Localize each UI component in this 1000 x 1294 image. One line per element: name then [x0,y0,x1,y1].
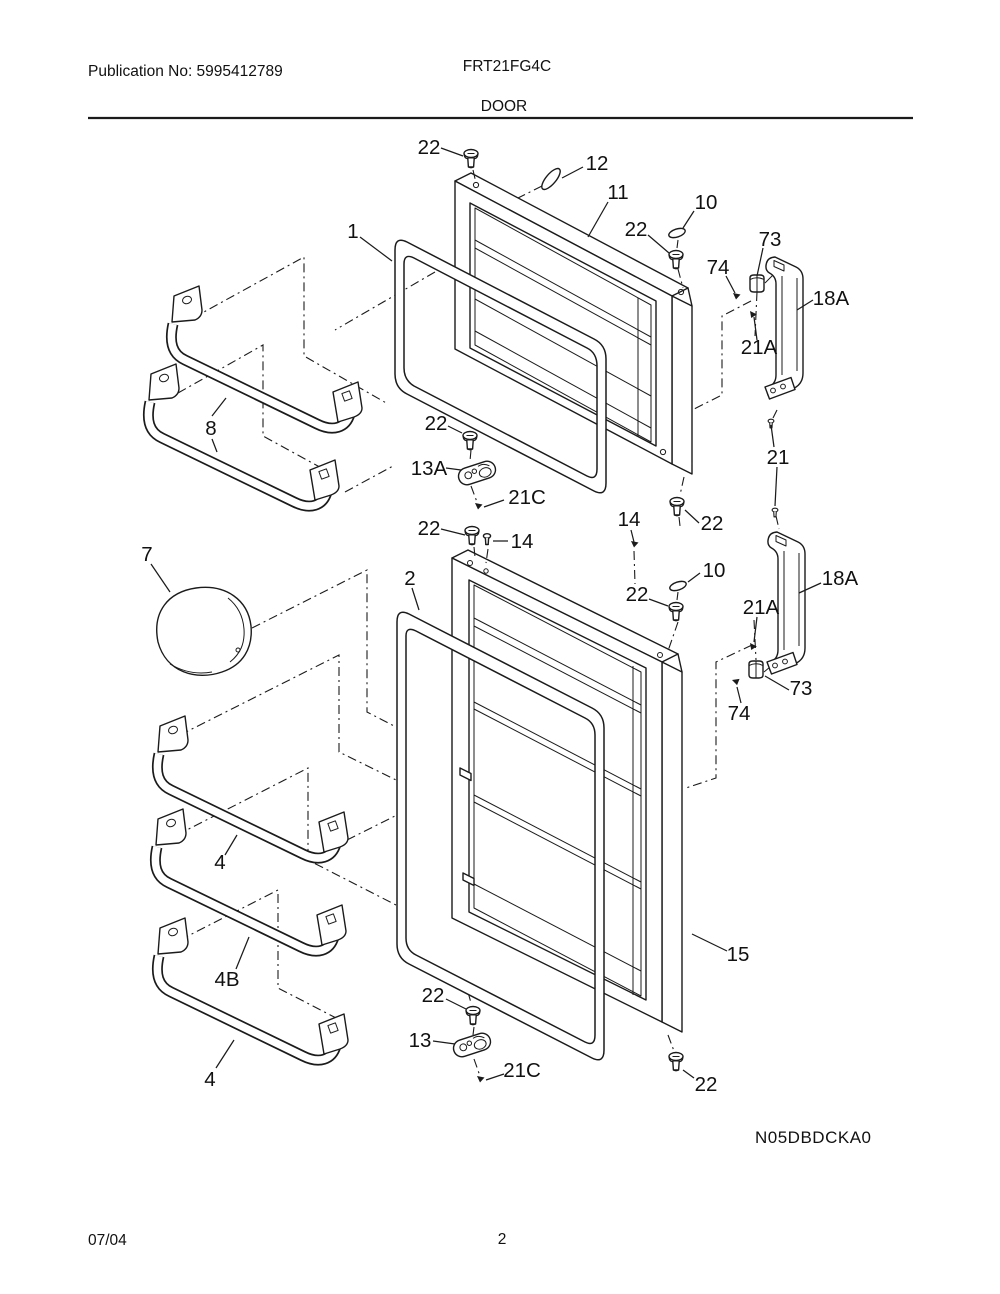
callout-leader-15-34 [691,933,728,952]
callout-leader-10-19 [687,572,701,583]
hinge-bearing-plate-upper [455,458,499,488]
callout-leader-73-25 [764,675,790,691]
door-shelf-bottom [157,918,348,1060]
callout-label-18A-23: 18A [822,567,859,590]
dairy-cover [156,586,252,676]
fresh-food-door [451,549,683,1033]
callout-leader-22-20 [648,598,669,607]
publication-number: Publication No: 5995412789 [88,63,283,80]
callout-label-4-27: 4 [214,851,225,874]
callout-label-74-26: 74 [728,702,751,725]
callout-leader-13A-12 [445,467,462,471]
callout-leader-7-22 [150,563,171,593]
callout-leader-18A-23 [798,582,822,594]
callout-leader-22-30 [445,998,467,1010]
hole-plug-lower [669,580,687,592]
callout-label-73-25: 73 [790,677,813,700]
callout-label-21A-9: 21A [741,336,778,359]
callout-leader-73-5 [756,247,764,277]
callout-label-13A-12: 13A [411,457,448,480]
callout-leader-8-10 [211,397,227,417]
callout-leader-1-7 [359,236,393,262]
page-header: Publication No: 5995412789 FRT21FG4C DOO… [88,58,913,120]
callout-leader-22-0 [440,147,464,157]
callout-label-22-4: 22 [625,218,648,241]
freezer-door-gasket [394,239,607,494]
callout-leader-11-2 [587,201,609,238]
diagram-code: N05DBDCKA0 [755,1128,872,1147]
callout-leader-4-27 [224,834,238,856]
callout-label-21C-32: 21C [503,1059,541,1082]
callout-label-7-22: 7 [141,543,152,566]
callout-label-12-1: 12 [586,152,609,175]
callout-label-10-19: 10 [703,559,726,582]
callout-label-13-31: 13 [409,1029,432,1052]
callout-leader-8-10 [211,438,218,453]
callout-label-14-15: 14 [511,530,534,553]
callout-leader-2-21 [411,587,420,611]
callout-label-1-7: 1 [347,220,358,243]
callout-leader-22-33 [682,1069,695,1079]
callout-label-22-17: 22 [701,512,724,535]
callout-label-22-30: 22 [422,984,445,1007]
callout-leader-22-11 [447,425,463,434]
callout-label-10-3: 10 [695,191,718,214]
callout-leader-10-3 [682,210,695,229]
callout-leader-14-16 [630,529,635,543]
callout-leader-18A-8 [796,299,814,311]
callout-leader-21A-9 [753,316,758,341]
callout-label-11-2: 11 [607,181,628,204]
callout-label-22-33: 22 [695,1073,718,1096]
callout-label-22-11: 22 [425,412,448,435]
callout-label-2-21: 2 [404,567,415,590]
footer-date: 07/04 [88,1232,127,1249]
callout-label-14-16: 14 [618,508,641,531]
callout-label-8-10: 8 [205,417,216,440]
callout-leader-74-26 [736,686,742,704]
projection-lines [176,169,780,1077]
callout-label-21-18: 21 [767,446,790,469]
callout-label-15-34: 15 [727,943,750,966]
callout-label-73-5: 73 [759,228,782,251]
callout-leader-12-1 [561,166,584,179]
callout-leader-13-31 [432,1040,456,1045]
callout-leader-21-18 [774,466,778,507]
model-number: FRT21FG4C [463,58,551,75]
callout-leader-21-18 [770,424,775,448]
callout-leader-21A-24 [753,616,758,643]
callout-label-22-0: 22 [418,136,441,159]
callout-leader-21C-32 [485,1073,505,1081]
callout-leader-74-6 [725,275,736,294]
section-title: DOOR [481,98,528,115]
callout-leader-22-4 [647,234,670,254]
hinge-bearing-plate-lower [450,1030,494,1060]
callout-leader-4-29 [215,1039,235,1069]
freezer-door-shelf-upper [171,286,362,428]
callout-label-22-14: 22 [418,517,441,540]
door-badge [541,167,561,191]
footer-page-number: 2 [498,1231,507,1248]
callout-leader-22-14 [440,528,466,536]
hole-plug-upper [668,227,686,239]
freezer-door-handle [764,256,804,400]
page-footer: N05DBDCKA0 07/04 2 [88,1128,872,1249]
handle-clip-upper [749,274,765,293]
callout-label-4-29: 4 [204,1068,215,1091]
callout-label-21C-13: 21C [508,486,546,509]
callout-leader-21C-13 [483,499,505,508]
callout-label-21A-24: 21A [743,596,780,619]
callout-leader-22-17 [684,509,700,524]
handle-clip-lower [748,660,764,679]
callout-leader-4B-28 [235,936,250,970]
callout-label-22-20: 22 [626,583,649,606]
fresh-food-door-gasket [396,611,605,1061]
callout-label-18A-8: 18A [813,287,850,310]
callout-label-4B-28: 4B [214,968,239,991]
callout-label-74-6: 74 [707,256,730,279]
